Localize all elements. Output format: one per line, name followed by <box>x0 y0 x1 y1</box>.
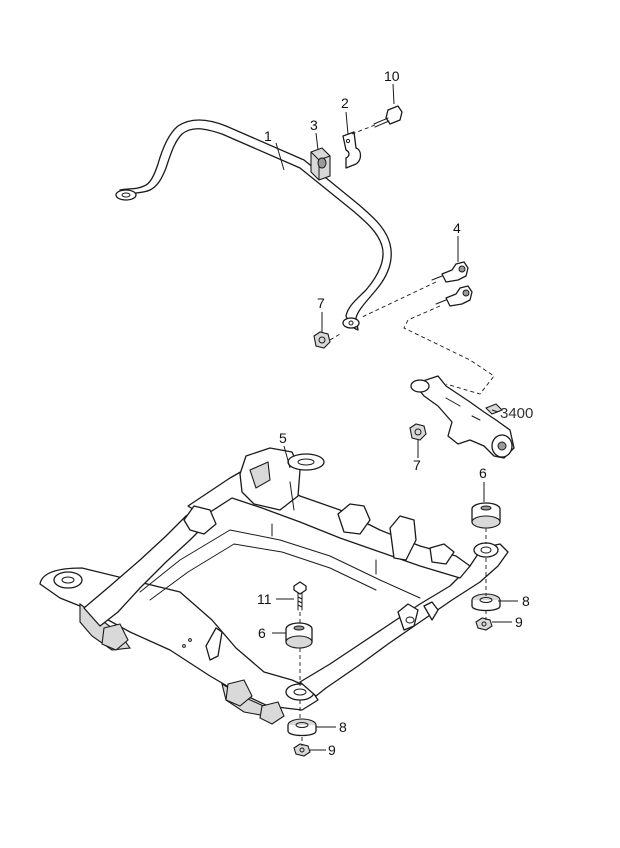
body-mount-upper-right <box>471 502 501 529</box>
callout-8-left: 8 <box>339 719 347 735</box>
callout-7-upper: 7 <box>317 295 325 311</box>
lower-control-arm <box>410 375 515 459</box>
callout-9-right: 9 <box>515 614 523 630</box>
callout-10: 10 <box>384 68 400 84</box>
callout-3: 3 <box>310 117 318 133</box>
stabilizer-link-upper <box>431 261 469 283</box>
leader-lines <box>272 83 518 751</box>
callout-6-right: 6 <box>479 465 487 481</box>
body-mount-upper-left <box>285 622 313 649</box>
mount-bolt <box>293 581 307 611</box>
body-mount-lower-left <box>287 718 317 737</box>
mount-nut-left <box>293 743 311 757</box>
callout-6-left: 6 <box>258 625 266 641</box>
callout-2: 2 <box>341 95 349 111</box>
reference-3400: 3400 <box>500 405 533 422</box>
body-mount-lower-right <box>471 593 501 612</box>
stabilizer-bar <box>115 119 392 331</box>
callout-1: 1 <box>264 128 272 144</box>
stabilizer-link-lower <box>435 285 473 307</box>
callout-7-lower: 7 <box>413 457 421 473</box>
callout-9-left: 9 <box>328 742 336 758</box>
callout-4: 4 <box>453 220 461 236</box>
bushing-clamp <box>342 131 362 169</box>
mount-nut-right <box>475 617 493 631</box>
clamp-bolt <box>373 105 403 128</box>
callout-labels: 1 2 3 10 4 7 7 5 6 6 8 8 9 9 11 3400 <box>257 68 533 758</box>
nut-lower <box>409 423 427 441</box>
callout-11: 11 <box>257 591 272 607</box>
callout-8-right: 8 <box>522 593 530 609</box>
nut-upper <box>313 331 331 349</box>
stabilizer-bushing <box>310 147 331 181</box>
front-subframe <box>39 447 509 725</box>
callout-5: 5 <box>279 430 287 446</box>
